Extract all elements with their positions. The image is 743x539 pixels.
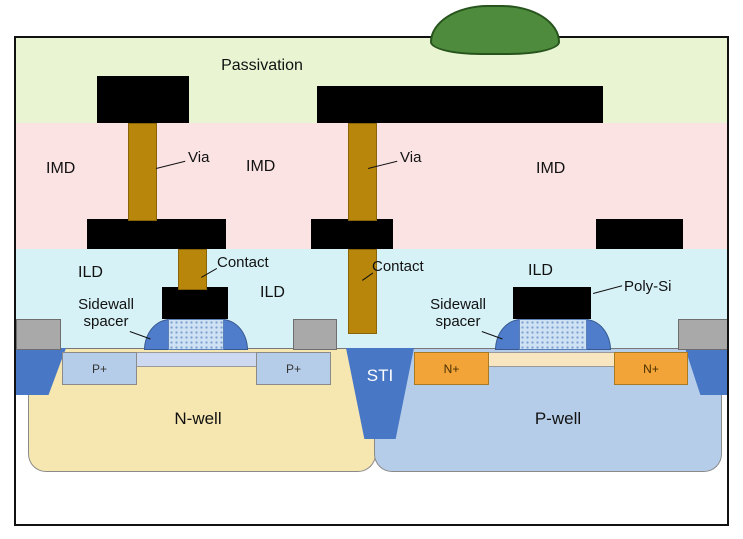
contact-label-1: Contact <box>217 254 269 271</box>
pmos-ldd-region <box>135 352 258 367</box>
p-plus-label-1: P+ <box>91 361 107 376</box>
via-label-2: Via <box>400 149 422 166</box>
sidewall-spacer-label-left-line2: spacer <box>83 313 129 330</box>
n-well-label: N-well <box>174 409 222 428</box>
surface-pad-middle <box>293 319 337 350</box>
ild-label-1: ILD <box>78 264 103 281</box>
top-metal-pad-center <box>317 86 603 123</box>
gate2-poly-stack <box>519 319 587 350</box>
metal1-line-1 <box>87 219 226 249</box>
sidewall-spacer-label-left: Sidewall spacer <box>67 296 145 330</box>
top-metal-pad-left <box>97 76 189 123</box>
metal1-line-2 <box>311 219 393 249</box>
sidewall-spacer-label-right: Sidewall spacer <box>419 296 497 330</box>
surface-pad-right <box>678 319 727 350</box>
n-plus-region-2: N+ <box>614 352 688 385</box>
imd-label-2: IMD <box>246 158 276 175</box>
poly-si-label: Poly-Si <box>624 278 672 295</box>
diagram-frame: P+ P+ N+ N+ <box>14 36 729 526</box>
p-plus-region-2: P+ <box>256 352 331 385</box>
sidewall-spacer-label-right-line1: Sidewall <box>430 296 486 313</box>
surface-pad-left <box>16 319 61 350</box>
passivation-label: Passivation <box>221 57 303 74</box>
sti-label: STI <box>366 366 394 385</box>
ild-label-3: ILD <box>528 262 553 279</box>
via-2 <box>348 123 377 221</box>
contact-1 <box>178 249 207 290</box>
p-well-label: P-well <box>534 409 582 428</box>
sidewall-spacer-label-left-line1: Sidewall <box>78 296 134 313</box>
nmos-ldd-region <box>487 352 616 367</box>
imd-label-1: IMD <box>46 160 76 177</box>
contact-label-2: Contact <box>372 258 424 275</box>
gate2-cap <box>513 287 591 319</box>
sidewall-spacer-label-right-line2: spacer <box>435 313 481 330</box>
gate1-poly-stack <box>168 319 224 350</box>
ild-label-2: ILD <box>260 284 285 301</box>
n-plus-label-2: N+ <box>643 361 659 376</box>
via-label-1: Via <box>188 149 210 166</box>
metal1-line-3 <box>596 219 683 249</box>
gate1-cap <box>162 287 228 319</box>
via-1 <box>128 123 157 221</box>
n-plus-region-1: N+ <box>414 352 489 385</box>
p-plus-region-1: P+ <box>62 352 137 385</box>
n-plus-label-1: N+ <box>443 361 460 376</box>
contact-2 <box>348 249 377 334</box>
bond-bump <box>430 5 560 55</box>
p-plus-label-2: P+ <box>285 361 301 376</box>
imd-label-3: IMD <box>536 160 566 177</box>
